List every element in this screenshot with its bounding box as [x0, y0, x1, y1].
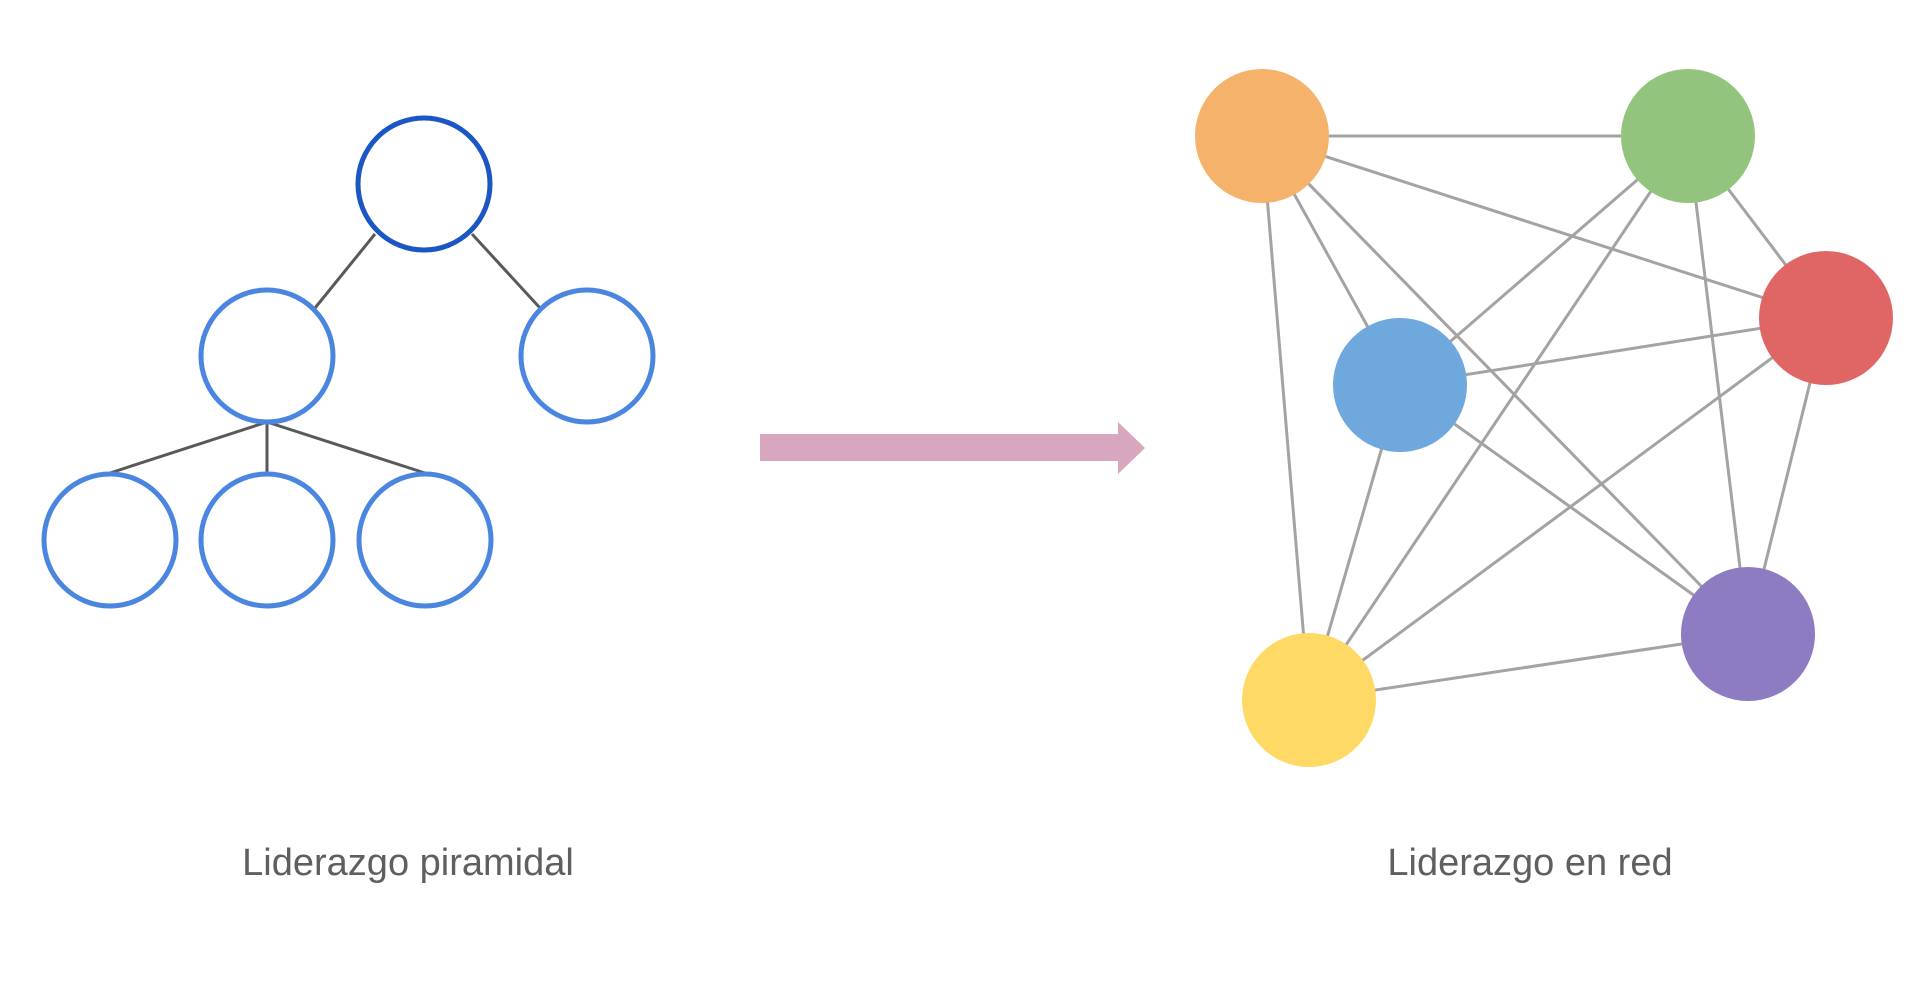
network-node-orange — [1195, 69, 1329, 203]
network-edge-green-yellow — [1307, 135, 1690, 701]
network-node-blue — [1333, 318, 1467, 452]
network-edge-purple-yellow — [1308, 632, 1749, 702]
pyramid-structure — [41, 115, 656, 609]
pyramid-top-node — [355, 115, 493, 253]
network-node-red — [1759, 251, 1893, 385]
connector-left-to-bottom1 — [109, 420, 268, 475]
connector-top-to-right — [470, 232, 542, 310]
network-edge-orange-yellow — [1260, 135, 1311, 701]
network-edge-orange-red — [1261, 134, 1827, 320]
network-edge-orange-purple — [1260, 134, 1750, 636]
pyramid-connectors — [109, 232, 542, 475]
pyramid-mid-node-right — [518, 287, 656, 425]
network-edge-green-purple — [1686, 135, 1750, 635]
network-node-green — [1621, 69, 1755, 203]
network-edge-red-blue — [1399, 316, 1827, 387]
network-edge-red-yellow — [1308, 316, 1827, 702]
network-edge-blue-purple — [1399, 383, 1749, 636]
network-caption: Liderazgo en red — [1387, 842, 1673, 884]
pyramid-mid-node-left — [198, 287, 336, 425]
network-nodes — [1195, 69, 1893, 767]
pyramid-caption: Liderazgo piramidal — [242, 842, 574, 884]
transition-arrow — [760, 422, 1145, 474]
pyramid-bottom-node-2 — [198, 471, 336, 609]
connector-top-to-left — [313, 233, 377, 309]
arrow-head — [1118, 422, 1145, 474]
arrow-shaft — [760, 434, 1122, 461]
network-structure — [1195, 69, 1893, 767]
pyramid-bottom-node-1 — [41, 471, 179, 609]
connector-left-to-bottom3 — [266, 420, 426, 475]
pyramid-bottom-node-3 — [356, 471, 494, 609]
network-node-yellow — [1242, 633, 1376, 767]
network-node-purple — [1681, 567, 1815, 701]
